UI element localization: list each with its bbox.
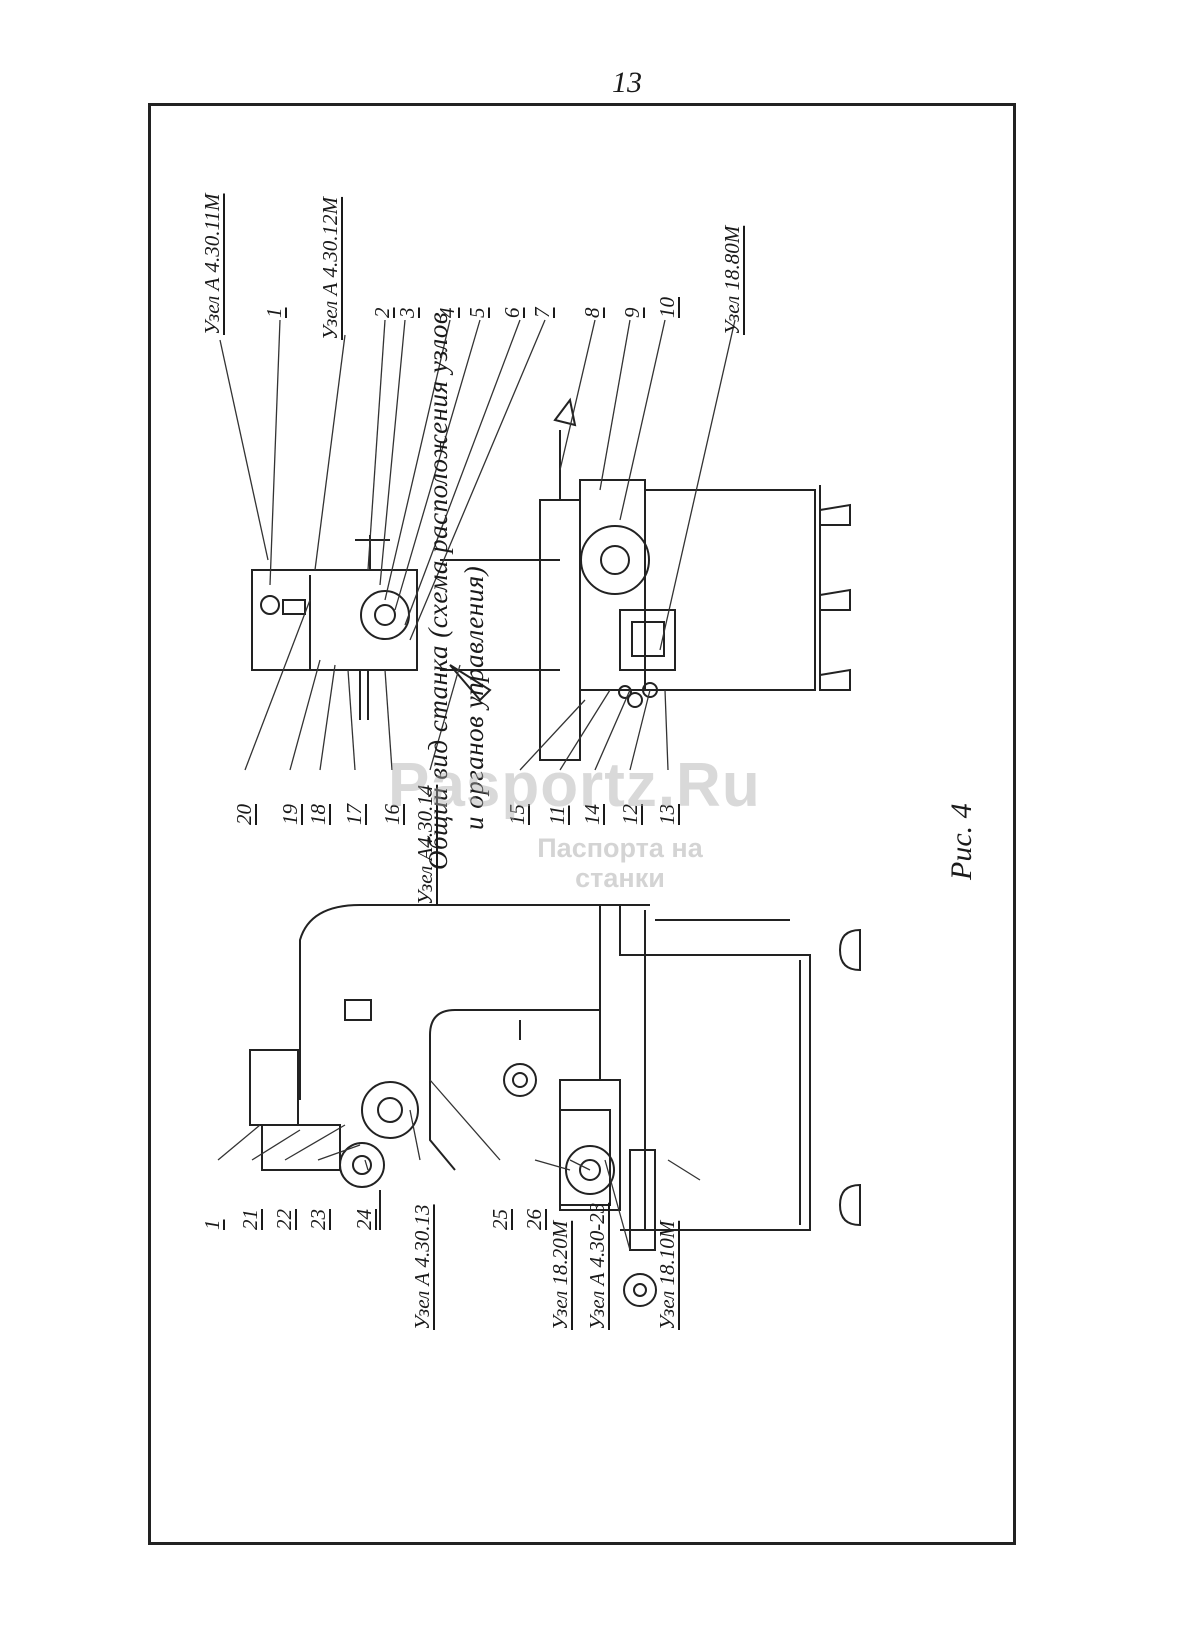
label-mid-9: 12: [618, 804, 642, 825]
label-top-5: 4: [435, 307, 459, 319]
label-mid-4: 16: [380, 804, 404, 825]
label-top-6: 5: [465, 307, 489, 319]
front-view: [251, 397, 851, 761]
label-mid-0: 20: [232, 804, 256, 825]
label-top-9: 8: [580, 307, 604, 319]
label-left-5: Узел А 4.30.13: [410, 1204, 434, 1330]
label-top-11: 10: [655, 297, 679, 318]
label-mid-1: 19: [278, 804, 302, 825]
leader-lines: [217, 319, 736, 1251]
side-view: [249, 904, 861, 1307]
label-top-7: 6: [500, 307, 524, 319]
page-number: 13: [612, 66, 642, 99]
drawing-frame: [148, 103, 1016, 1545]
label-left-10: Узел 18.10М: [655, 1220, 679, 1330]
label-top-12: Узел 18.80М: [720, 225, 744, 335]
label-left-2: 22: [272, 1209, 296, 1230]
label-top-4: 3: [395, 307, 419, 319]
label-top-8: 7: [530, 307, 554, 319]
label-left-9: Узел А 4.30-23: [585, 1202, 609, 1330]
drawing-title-line2: и органов управления): [459, 565, 489, 830]
label-mid-8: 14: [580, 804, 604, 825]
label-mid-10: 13: [655, 804, 679, 825]
label-left-1: 21: [238, 1209, 262, 1230]
label-left-7: 26: [522, 1209, 546, 1230]
label-top-2: Узел А 4.30.12М: [318, 196, 342, 340]
label-left-3: 23: [306, 1209, 330, 1230]
label-mid-2: 18: [306, 804, 330, 825]
label-left-6: 25: [488, 1209, 512, 1230]
label-mid-3: 17: [342, 804, 366, 825]
label-top-3: 2: [370, 307, 394, 319]
label-mid-6: 15: [505, 804, 529, 825]
label-left-0: 1: [200, 1219, 224, 1231]
label-left-8: Узел 18.20М: [548, 1220, 572, 1330]
label-top-0: Узел А 4.30.11М: [200, 193, 224, 336]
label-top-10: 9: [620, 307, 644, 319]
label-mid-7: 11: [545, 805, 569, 825]
label-top-1: 1: [262, 307, 286, 319]
label-left-4: 24: [352, 1209, 376, 1230]
label-mid-5: Узел А4.30.14: [413, 784, 437, 905]
figure-caption: Рис. 4: [945, 803, 978, 880]
